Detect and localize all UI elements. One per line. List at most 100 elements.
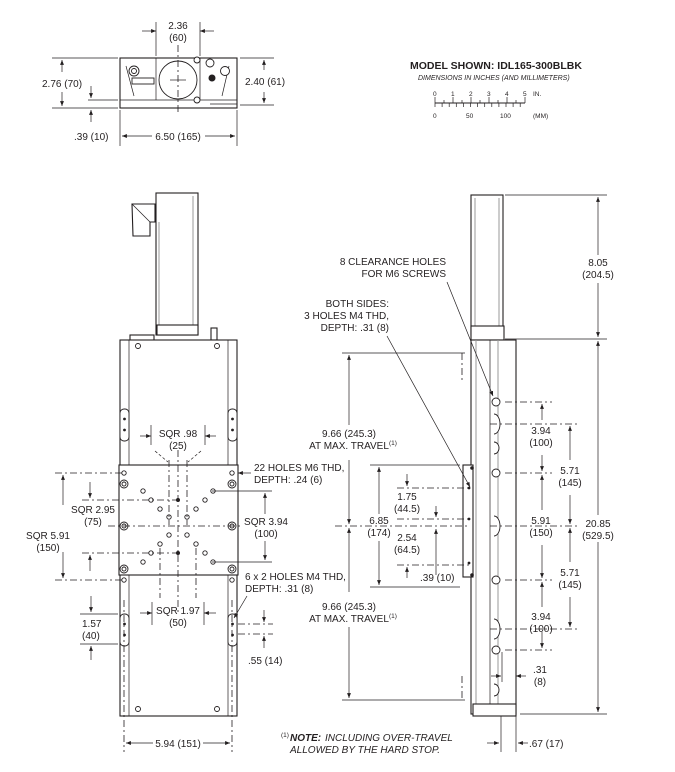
dim-pitch-591-mm: (150)	[529, 528, 552, 539]
dim-157-mm: (40)	[82, 631, 100, 642]
footnote-marker: (1)	[281, 732, 289, 739]
dim-pitch-571-bottom-in: 5.71	[560, 568, 580, 579]
mounting-hole	[202, 497, 208, 503]
dim-total-len-mm: (529.5)	[582, 531, 614, 542]
side-clearance-hole	[491, 575, 501, 585]
dim-travel-bottom-line1: 9.66 (245.3)	[322, 602, 376, 613]
mounting-hole	[157, 541, 163, 547]
dim-pitch-394-bottom-mm: (100)	[529, 624, 552, 635]
dim-total-len-in: 20.85	[585, 519, 610, 530]
dim-pitch-394-bottom-in: 3.94	[531, 612, 551, 623]
note-clearance-line2: FOR M6 SCREWS	[362, 269, 447, 280]
end-view: 2.36 (60) 2.76 (70) .39 (10) 2.40 (61) 6…	[42, 21, 285, 146]
dim-motor-len-mm: (204.5)	[582, 270, 614, 281]
dim-travel-bottom-sup: (1)	[389, 613, 397, 620]
dim-sqr-591-in: SQR 5.91	[26, 531, 70, 542]
mounting-hole	[184, 532, 190, 538]
dim-sqr-295-in: SQR 2.95	[71, 505, 115, 516]
mounting-hole	[193, 506, 199, 512]
side-clearance-hole	[491, 397, 501, 407]
dim-pitch-571-top-in: 5.71	[560, 466, 580, 477]
side-clearance-hole	[491, 645, 501, 655]
dim-sqr-98-mm: (25)	[169, 441, 187, 452]
dim-carriage-len-mm: (174)	[367, 528, 390, 539]
side-view: 8.05 (204.5) 20.85 (529.5) 3.94 (100) 5.…	[304, 194, 614, 752]
dim-travel-top-line2: AT MAX. TRAVEL	[309, 441, 389, 452]
dim-sqr-98-in: SQR .98	[159, 429, 198, 440]
dim-pitch-571-top-mm: (145)	[558, 478, 581, 489]
dim-base-width: 5.94 (151)	[155, 739, 201, 750]
dim-end-width-in: 2.36	[168, 21, 188, 32]
note-holes-m4-line2: DEPTH: .31 (8)	[245, 584, 313, 595]
dim-254-in: 2.54	[397, 533, 417, 544]
dim-pitch-394-top-in: 3.94	[531, 426, 551, 437]
scale-inch-1: 1	[451, 91, 455, 98]
side-carriage	[462, 464, 474, 578]
dim-031-in: .31	[533, 665, 547, 676]
mounting-hole	[202, 550, 208, 556]
dim-carriage-len-in: 6.85	[369, 516, 389, 527]
scale-mm-100: 100	[500, 113, 511, 120]
scale-inch-5: 5	[523, 91, 527, 98]
dim-sqr-295-mm: (75)	[84, 517, 102, 528]
note-holes-m6-line1: 22 HOLES M6 THD,	[254, 463, 344, 474]
scale-bar: 0 1 2 3 4 5 IN. 0 50 100 (MM)	[433, 91, 548, 120]
dim-039: .39 (10)	[420, 573, 454, 584]
dim-travel-top-line1: 9.66 (245.3)	[322, 429, 376, 440]
footnote-line1: INCLUDING OVER-TRAVEL	[325, 733, 453, 744]
note-both-sides-line3: DEPTH: .31 (8)	[321, 323, 389, 334]
scale-inch-2: 2	[469, 91, 473, 98]
dim-overall-width: 6.50 (165)	[155, 132, 201, 143]
side-clearance-hole	[491, 468, 501, 478]
scale-inch-3: 3	[487, 91, 491, 98]
dim-sqr-591-mm: (150)	[36, 543, 59, 554]
side-body	[470, 339, 517, 715]
side-motor	[470, 194, 504, 336]
dim-254-mm: (64.5)	[394, 545, 420, 556]
note-both-sides-line2: 3 HOLES M4 THD,	[304, 311, 389, 322]
model-shown-title: MODEL SHOWN: IDL165-300BLBK	[410, 60, 582, 72]
dim-end-width-mm: (60)	[169, 33, 187, 44]
top-view: SQR .98 (25) SQR 2.95 (75) SQR 5.91 (150…	[26, 192, 346, 752]
mounting-hole	[140, 559, 146, 565]
mounting-hole	[229, 577, 235, 583]
dim-sqr-197-mm: (50)	[169, 618, 187, 629]
motor-housing	[155, 192, 199, 336]
dim-sqr-394-mm: (100)	[254, 529, 277, 540]
mounting-hole	[121, 577, 127, 583]
note-holes-m4-line1: 6 x 2 HOLES M4 THD,	[245, 572, 346, 583]
mounting-hole	[229, 470, 235, 476]
scale-inch-unit: IN.	[533, 91, 542, 98]
dim-055: .55 (14)	[248, 656, 282, 667]
dim-travel-bottom-line2: AT MAX. TRAVEL	[309, 614, 389, 625]
carriage	[118, 464, 239, 576]
dim-175-in: 1.75	[397, 492, 417, 503]
side-slot	[493, 683, 500, 697]
mounting-hole	[121, 470, 127, 476]
side-slot	[493, 441, 500, 455]
dim-031-mm: (8)	[534, 677, 546, 688]
motor-connector	[131, 203, 156, 237]
note-holes-m6-line2: DEPTH: .24 (6)	[254, 475, 322, 486]
scale-mm-unit: (MM)	[533, 113, 548, 120]
dim-sqr-394-in: SQR 3.94	[244, 517, 288, 528]
dim-175-mm: (44.5)	[394, 504, 420, 515]
scale-mm-0: 0	[433, 113, 437, 120]
mounting-hole	[140, 488, 146, 494]
dim-pitch-571-bottom-mm: (145)	[558, 580, 581, 591]
dim-motor-len-in: 8.05	[588, 258, 608, 269]
scale-mm-50: 50	[466, 113, 474, 120]
mounting-hole	[193, 541, 199, 547]
mounting-hole	[166, 532, 172, 538]
dim-157-in: 1.57	[82, 619, 102, 630]
dim-pitch-394-top-mm: (100)	[529, 438, 552, 449]
header: MODEL SHOWN: IDL165-300BLBK DIMENSIONS I…	[410, 60, 582, 82]
scale-inch-4: 4	[505, 91, 509, 98]
footnote-line2: ALLOWED BY THE HARD STOP.	[289, 745, 440, 756]
dim-travel-top-sup: (1)	[389, 440, 397, 447]
footnote: (1) NOTE: INCLUDING OVER-TRAVEL ALLOWED …	[281, 732, 453, 756]
dim-base-offset: .39 (10)	[74, 132, 108, 143]
note-clearance-line1: 8 CLEARANCE HOLES	[340, 257, 446, 268]
mounting-hole	[157, 506, 163, 512]
